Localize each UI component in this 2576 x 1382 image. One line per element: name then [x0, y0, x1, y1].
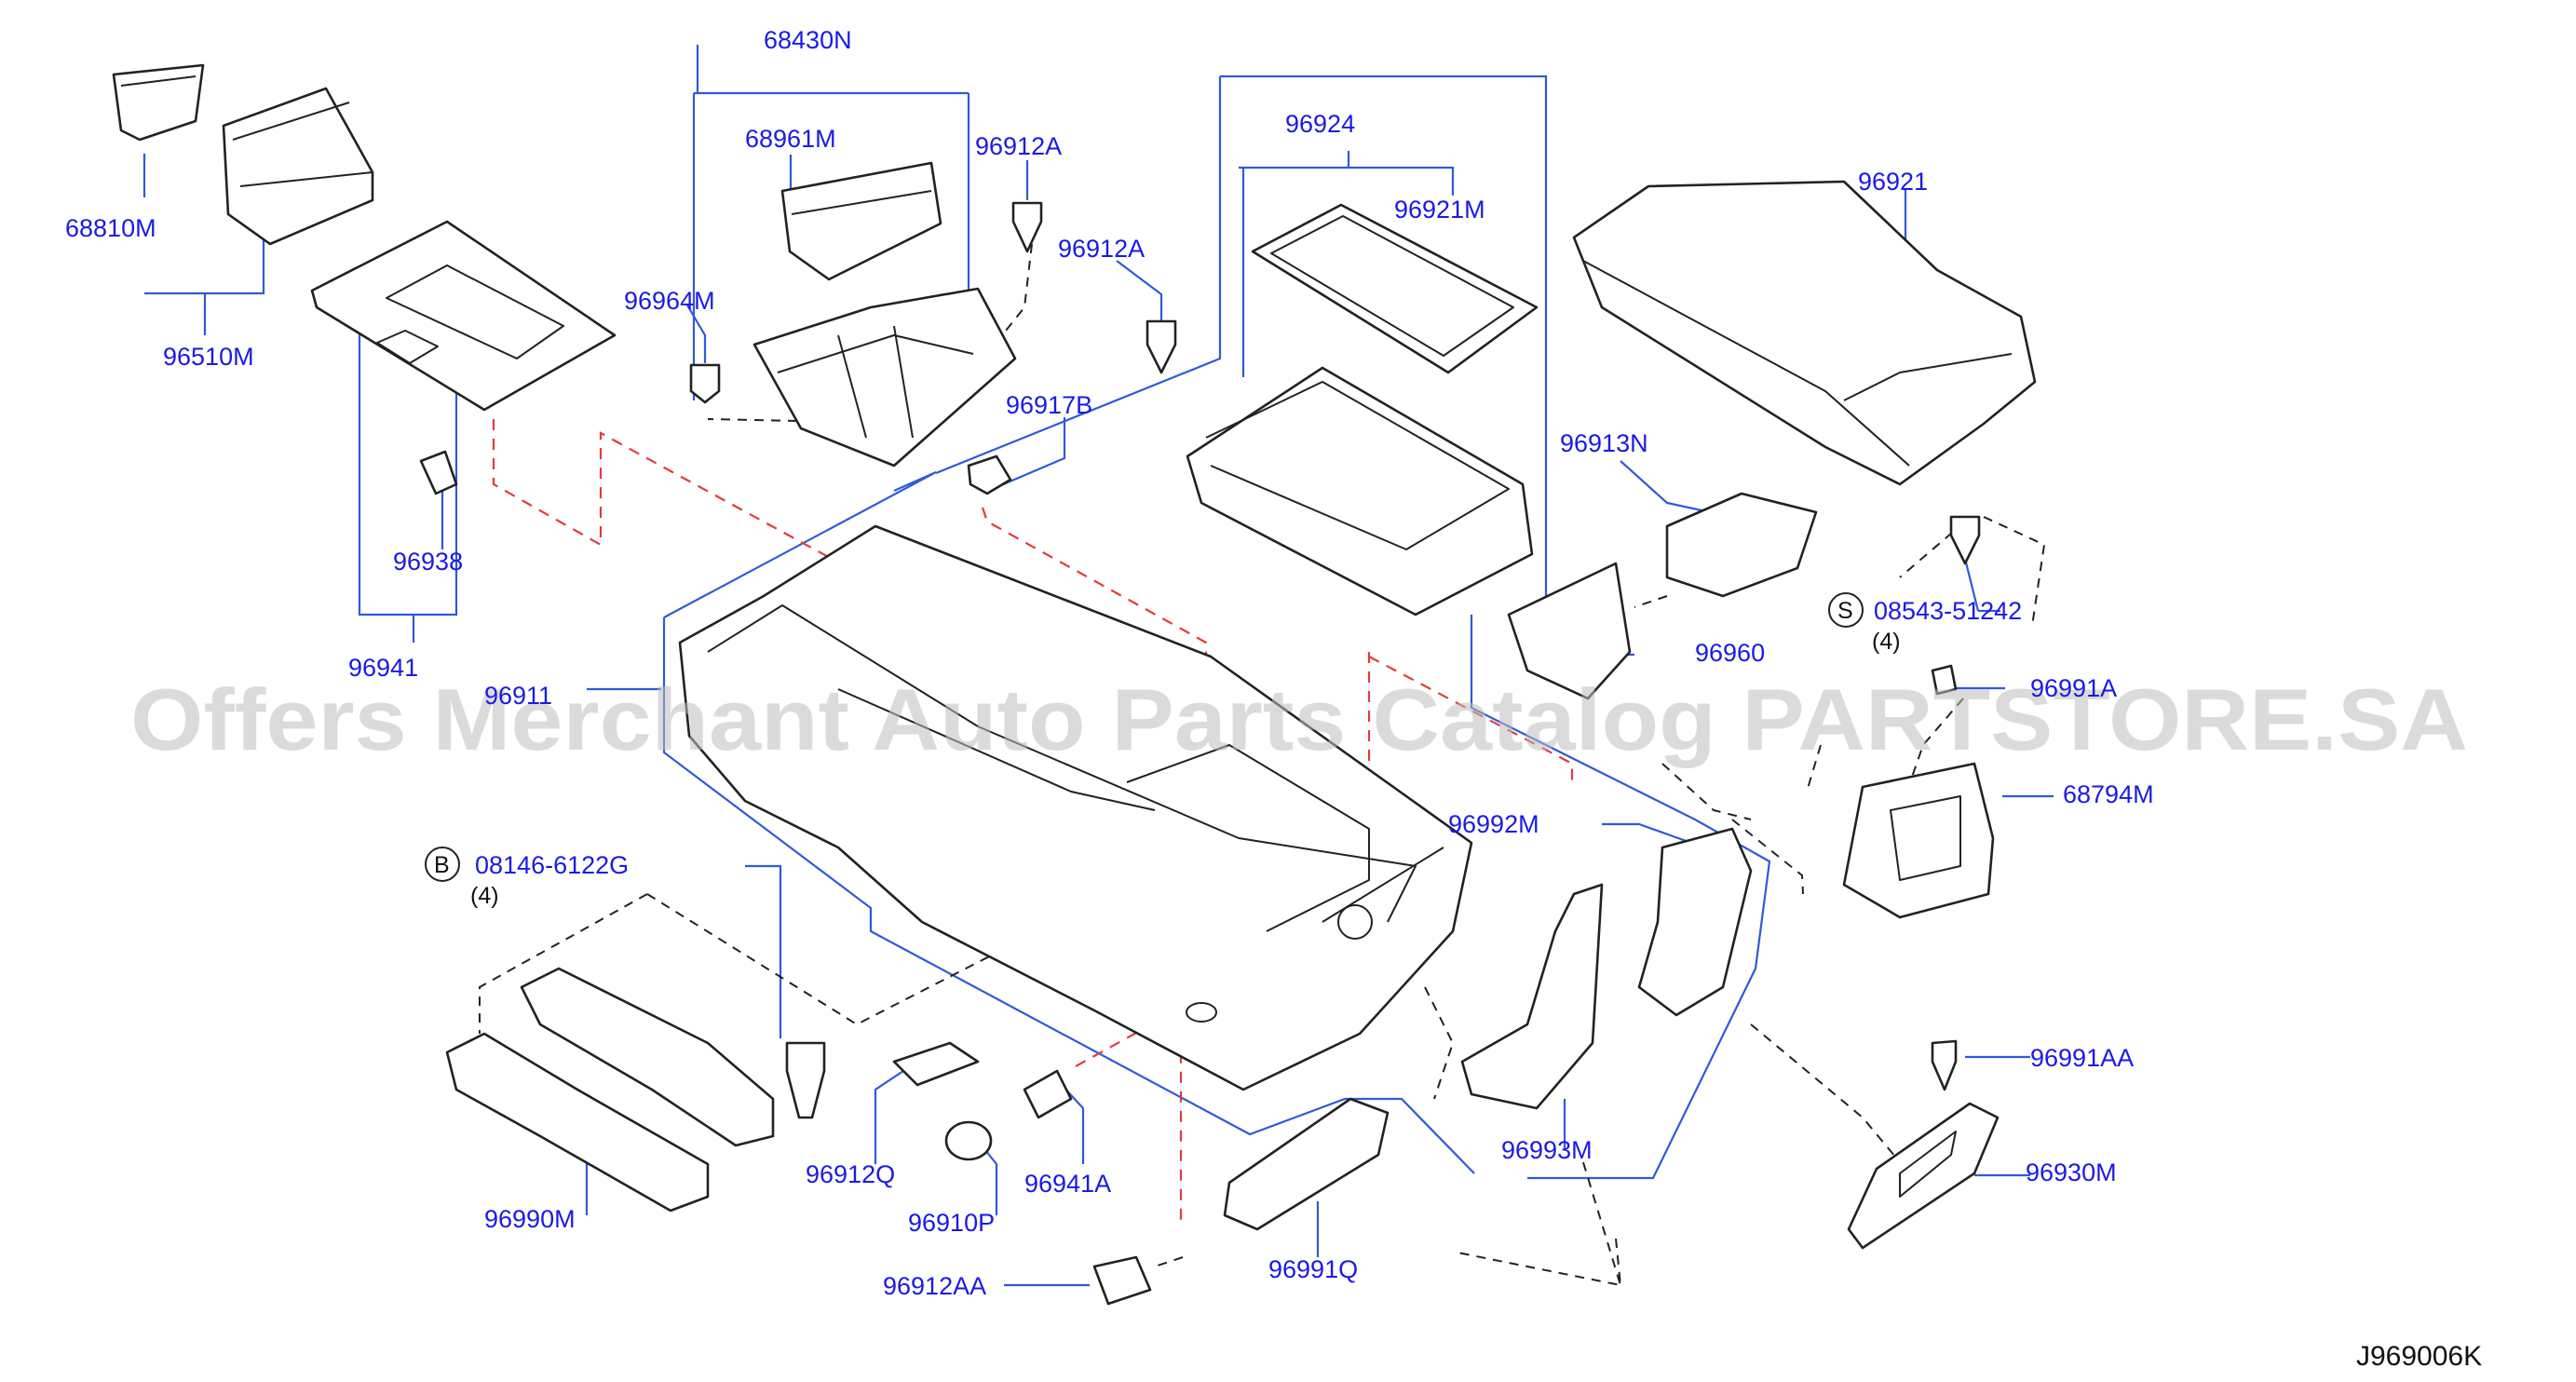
- bracket-96510M: [222, 87, 374, 246]
- clip-96917B: [967, 454, 1012, 495]
- bracket-96990M: [445, 1032, 710, 1213]
- clip-96912A-a: [1011, 201, 1043, 253]
- label-96991AA[interactable]: 96991AA: [2030, 1044, 2134, 1072]
- label-96941[interactable]: 96941: [348, 654, 418, 682]
- clip-96912A-b: [1146, 319, 1177, 374]
- label-96921M[interactable]: 96921M: [1394, 196, 1485, 224]
- label-96911[interactable]: 96911: [484, 682, 552, 710]
- label-96991Q[interactable]: 96991Q: [1268, 1255, 1358, 1283]
- armrest-96921: [1572, 180, 2037, 486]
- screw-96941A: [1023, 1069, 1073, 1119]
- trim-96960: [1507, 562, 1632, 700]
- label-96921[interactable]: 96921: [1858, 168, 1928, 196]
- bracket-96993M: [1460, 883, 1604, 1110]
- symbol-s-letter: S: [1837, 598, 1853, 624]
- label-08146-6122G[interactable]: 08146-6122G: [475, 851, 629, 879]
- label-96912Q[interactable]: 96912Q: [806, 1160, 895, 1188]
- label-96964M[interactable]: 96964M: [624, 287, 715, 315]
- symbol-s-08543: S (4): [1828, 592, 1901, 655]
- label-08543-51242[interactable]: 08543-51242: [1874, 597, 2022, 625]
- bracket-96992M: [1637, 827, 1753, 1017]
- label-96993M[interactable]: 96993M: [1501, 1136, 1593, 1164]
- symbol-s-qty: (4): [1872, 629, 1901, 655]
- bracket-96991Q: [1223, 1097, 1390, 1231]
- symbol-b-qty: (4): [470, 883, 499, 909]
- label-96912A-second[interactable]: 96912A: [1058, 235, 1145, 263]
- label-96912A-top[interactable]: 96912A: [975, 132, 1062, 160]
- label-96991A[interactable]: 96991A: [2030, 674, 2117, 702]
- label-68794M[interactable]: 68794M: [2063, 780, 2154, 808]
- label-96912AA[interactable]: 96912AA: [883, 1272, 986, 1300]
- symbol-b-letter: B: [434, 852, 450, 878]
- screw-96991AA: [1931, 1039, 1958, 1091]
- label-68810M[interactable]: 68810M: [65, 214, 156, 242]
- clip-96938: [419, 450, 458, 495]
- part-labels: 68430N 68961M 96912A 96912A 96964M 96917…: [65, 26, 2154, 1300]
- vent-68794M: [1842, 762, 1995, 919]
- label-96913N[interactable]: 96913N: [1560, 429, 1648, 457]
- label-96510M[interactable]: 96510M: [163, 343, 254, 371]
- label-68961M[interactable]: 68961M: [745, 125, 836, 153]
- label-68430N[interactable]: 68430N: [764, 26, 852, 54]
- label-96990M[interactable]: 96990M: [484, 1205, 576, 1233]
- label-96992M[interactable]: 96992M: [1448, 810, 1539, 838]
- label-96930M[interactable]: 96930M: [2026, 1158, 2117, 1186]
- box-68961M: [780, 161, 942, 281]
- bolt-96912AA: [1092, 1255, 1152, 1306]
- box-96924: [1186, 366, 1534, 616]
- bolt-08146: [785, 1041, 826, 1119]
- diagram-code: J969006K: [2356, 1341, 2482, 1372]
- label-96938[interactable]: 96938: [393, 548, 463, 576]
- finisher-panel: [310, 220, 617, 412]
- cap-96910P: [944, 1120, 993, 1161]
- label-96917B[interactable]: 96917B: [1006, 391, 1092, 419]
- screw-96991A: [1931, 664, 1958, 696]
- label-96910P[interactable]: 96910P: [908, 1209, 995, 1237]
- label-96960[interactable]: 96960: [1695, 639, 1765, 667]
- label-96924[interactable]: 96924: [1285, 110, 1355, 138]
- label-96941A[interactable]: 96941A: [1024, 1170, 1111, 1198]
- lid-96921M: [1251, 203, 1539, 374]
- screw-08543: [1949, 515, 1981, 565]
- vent-96930M: [1847, 1102, 2000, 1250]
- console-96911: [678, 524, 1473, 1091]
- plug-96964M: [689, 363, 721, 404]
- pad-96912Q: [892, 1041, 980, 1087]
- symbol-b-08146: B (4): [425, 847, 499, 909]
- watermark: Offers Merchant Auto Parts Catalog PARTS…: [130, 671, 2468, 768]
- part-shapes: [112, 63, 2037, 1306]
- pad-96913N: [1665, 492, 1818, 598]
- tray-68430N: [752, 287, 1017, 467]
